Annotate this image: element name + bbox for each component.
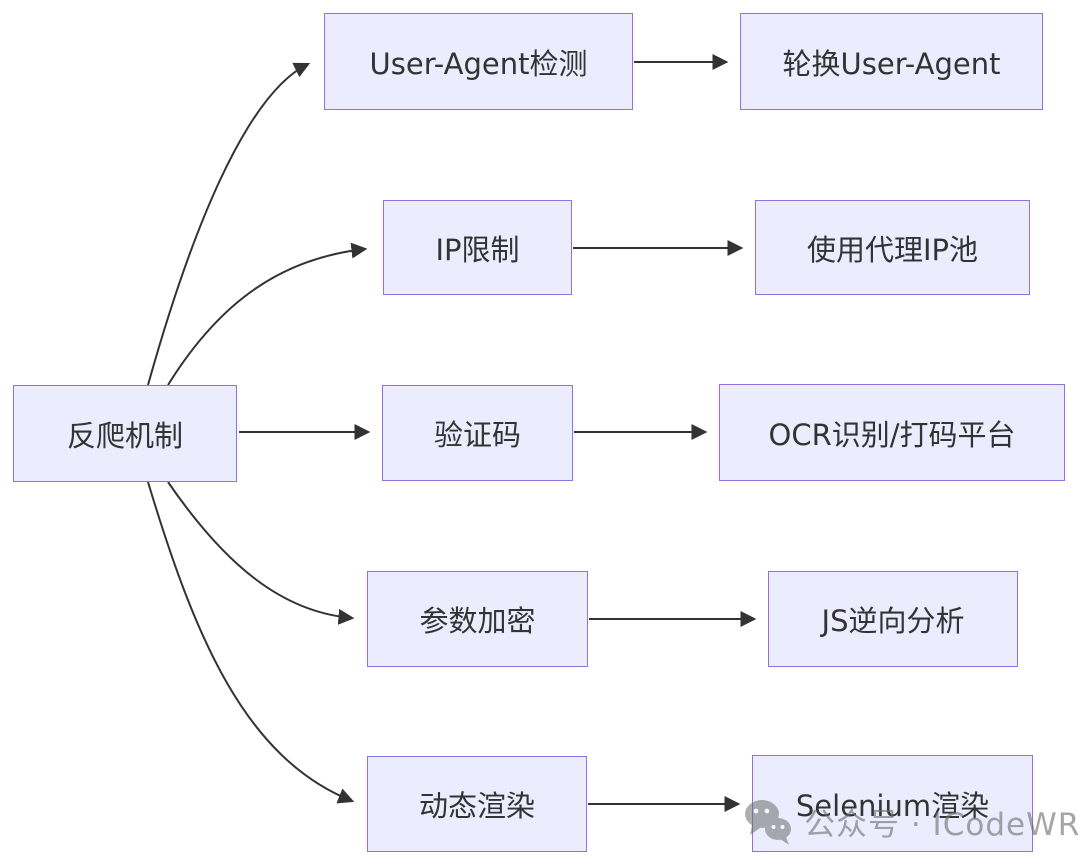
edge-root-to-user-agent-detect [147,62,311,386]
node-param-encrypt: 参数加密 [367,571,588,667]
node-root: 反爬机制 [13,385,237,482]
node-dynamic-render: 动态渲染 [367,756,587,852]
node-selenium-render: Selenium渲染 [752,755,1033,852]
edge-root-to-param-encrypt [167,481,355,625]
node-js-reverse: JS逆向分析 [768,571,1018,667]
node-ocr-platform: OCR识别/打码平台 [719,384,1065,481]
node-ip-limit: IP限制 [383,200,572,295]
node-user-agent-detect: User-Agent检测 [324,13,633,110]
node-proxy-ip-pool: 使用代理IP池 [755,200,1030,295]
node-captcha: 验证码 [382,385,573,481]
edge-root-to-ip-limit [167,242,368,386]
edge-root-to-dynamic-render [147,481,355,804]
node-rotate-user-agent: 轮换User-Agent [740,13,1043,110]
